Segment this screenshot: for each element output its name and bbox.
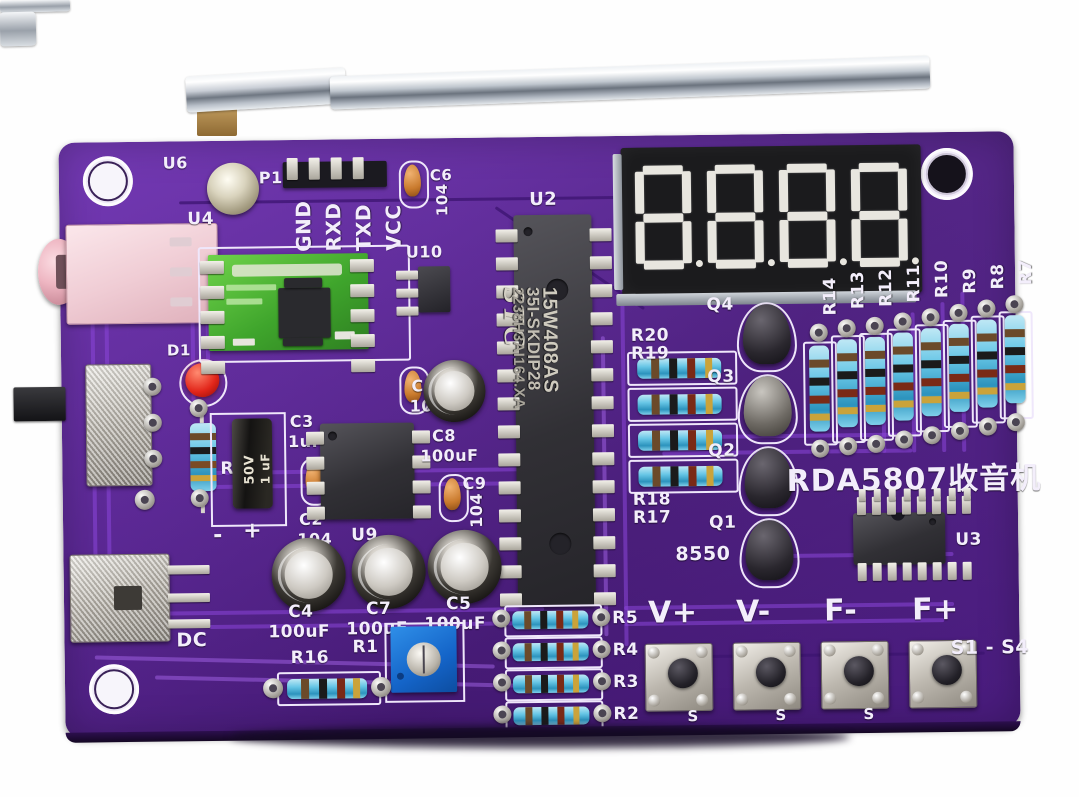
capacitor-c8: [423, 359, 486, 423]
tact-button-s3[interactable]: [820, 640, 890, 710]
silk-r17: R17: [632, 507, 672, 528]
silk-c6-value: 104: [432, 183, 452, 217]
u2-marking-lot: 2238H3AI164.XA: [509, 287, 528, 410]
silk-q3: Q3: [707, 366, 735, 387]
u2-left-pins: [495, 229, 523, 607]
c3-body-value: 1 uF: [258, 452, 273, 485]
u6-antenna-terminal: [206, 162, 260, 216]
silk-c9: C9: [462, 473, 487, 493]
silk-r12: R12: [875, 268, 897, 307]
ic-u9: [319, 422, 416, 520]
silk-s-pin-1: S: [687, 707, 699, 726]
u10-pins: [395, 270, 419, 316]
board-shadow: [230, 726, 850, 748]
silk-q1: Q1: [708, 512, 737, 533]
tact-button-s1[interactable]: [644, 642, 714, 712]
button-label-f-minus: F-: [823, 593, 858, 629]
u9-right-pins: [411, 430, 432, 519]
slide-switch[interactable]: [85, 363, 153, 487]
silk-polarity-minus: -: [213, 522, 224, 548]
display-digit-4: [850, 162, 919, 268]
silk-8550: 8550: [675, 542, 731, 566]
p1-header-pins: [286, 157, 364, 181]
button-label-f-plus: F+: [911, 591, 960, 628]
silk-r10: R10: [931, 259, 953, 299]
mounting-hole-bottom-left: [88, 663, 140, 715]
antenna-segment-1: [185, 67, 347, 113]
ic-u10: [417, 266, 451, 313]
silk-d1: D1: [166, 341, 191, 360]
silk-pin-gnd: GND: [291, 200, 316, 253]
silk-r8: R8: [987, 263, 1009, 290]
silk-u4: U4: [187, 208, 215, 230]
button-label-v-plus: V+: [647, 595, 698, 631]
silk-c7: C7: [365, 598, 392, 620]
silk-r1: R1: [352, 636, 379, 658]
u2-right-pins: [589, 228, 617, 606]
silk-p1: P1: [258, 168, 283, 188]
silk-u6: U6: [162, 153, 188, 173]
silk-r11: R11: [903, 264, 925, 303]
silk-c4: C4: [288, 601, 314, 623]
trimpot-r1[interactable]: [390, 626, 458, 693]
silk-r2: R2: [613, 703, 640, 725]
ic-u3: [852, 512, 946, 566]
c3-body-voltage: 50V: [242, 454, 258, 485]
silk-c8: C8: [431, 426, 456, 446]
silk-c6: C6: [429, 166, 453, 185]
silk-r16: R16: [290, 647, 330, 669]
silk-r4: R4: [612, 639, 639, 661]
silk-c4-value: 100uF: [268, 621, 331, 643]
display-edge: [612, 153, 624, 291]
silk-c9-value: 104: [466, 492, 487, 528]
button-label-v-minus: V-: [735, 594, 771, 630]
silk-r9: R9: [959, 267, 981, 294]
silk-c8-value: 100uF: [420, 445, 479, 466]
silk-c3: C3: [289, 411, 314, 432]
antenna-rod: [0, 0, 71, 13]
display-digit-1: [634, 165, 703, 270]
silk-u2: U2: [529, 188, 558, 211]
antenna-tip-knob: [0, 11, 37, 47]
silk-r3: R3: [612, 671, 640, 693]
module-left-pins: [199, 260, 226, 375]
silk-c5: C5: [445, 593, 472, 615]
silk-r13: R13: [848, 270, 869, 310]
u3-header-row: [858, 487, 971, 502]
rda5807-module: [207, 253, 369, 352]
mounting-hole-top-right: [920, 147, 974, 201]
audio-jack-u4[interactable]: [65, 222, 219, 325]
u3-bottom-pins: [857, 561, 972, 582]
display-digit-2: [706, 164, 775, 269]
silk-r19: R19: [630, 343, 670, 364]
silk-u3: U3: [955, 529, 983, 550]
silk-polarity-plus: +: [243, 518, 263, 544]
silk-s-pin-3: S: [863, 704, 875, 724]
silk-pin-rxd: RXD: [321, 202, 346, 252]
silk-dc: DC: [176, 629, 208, 652]
ic-u2: [513, 214, 597, 608]
silk-r5: R5: [612, 607, 639, 629]
silk-q2: Q2: [708, 440, 736, 461]
u9-left-pins: [305, 431, 326, 520]
pcb-board: U6 P1 GND RXD TXD VCC C6 104 U4: [13, 131, 1042, 738]
antenna-segment-2: [329, 55, 931, 110]
silk-r7: R7: [1015, 259, 1037, 286]
silk-r14: R14: [820, 277, 841, 316]
silk-s1-s4: S1 - S4: [950, 636, 1030, 659]
tact-button-s2[interactable]: [732, 641, 802, 711]
mounting-hole-top-left: [82, 155, 134, 207]
silk-q4: Q4: [706, 294, 734, 315]
module-right-pins: [349, 259, 376, 373]
silk-s-pin-2: S: [775, 706, 787, 725]
display-digit-3: [778, 163, 847, 268]
silk-u10: U10: [405, 242, 443, 262]
telescopic-antenna: [0, 0, 1079, 136]
